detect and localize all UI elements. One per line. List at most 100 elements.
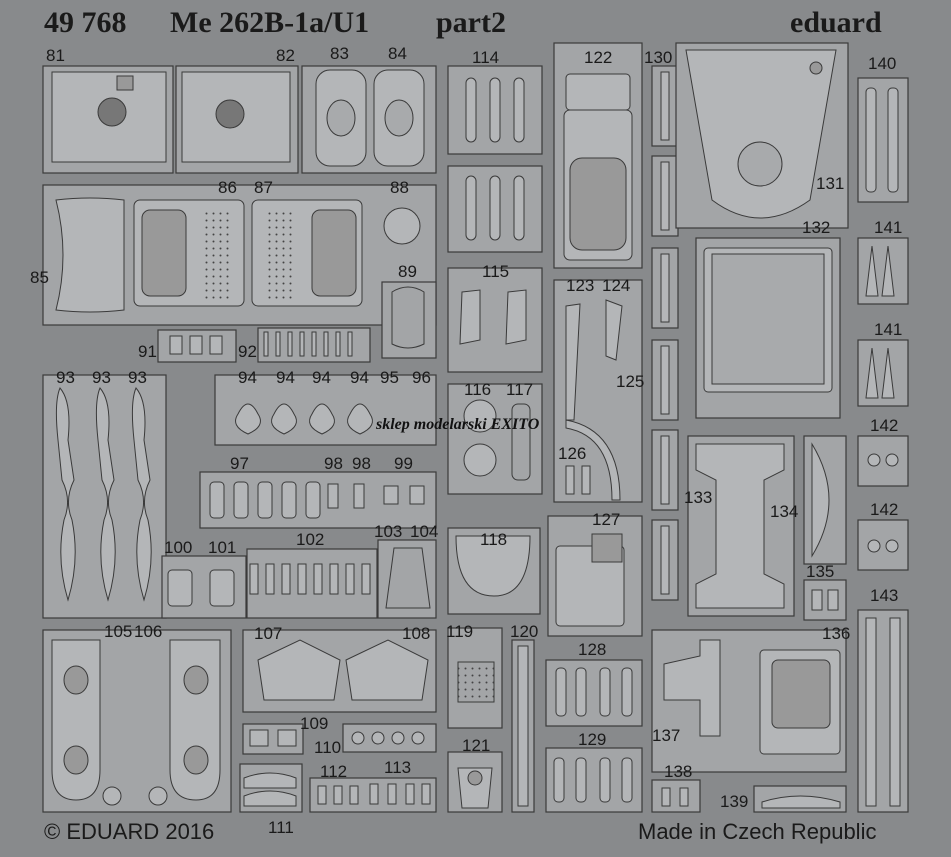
part-125	[565, 419, 621, 501]
part-112-113-parts	[317, 783, 431, 805]
part-131	[685, 49, 837, 219]
part-number-142b: 142	[870, 500, 899, 519]
part-108	[345, 639, 429, 701]
part-number-134: 134	[770, 502, 799, 521]
part-number-81: 81	[46, 46, 65, 65]
part-137	[663, 639, 721, 737]
part-92-parts	[263, 331, 353, 357]
part-102-parts	[249, 563, 371, 595]
part-number-130: 130	[644, 48, 673, 67]
part-127	[555, 545, 625, 627]
part-number-94c: 94	[312, 368, 331, 387]
part-number-115: 115	[482, 262, 510, 281]
part-number-125: 125	[616, 372, 645, 391]
part-141-parts	[865, 245, 895, 399]
part-109	[249, 729, 269, 747]
part-number-133: 133	[684, 488, 713, 507]
part-128-parts	[555, 667, 633, 717]
brand-logo-text: eduard	[790, 6, 882, 39]
part-140-parts	[865, 87, 899, 193]
part-122	[565, 73, 631, 111]
part-number-103: 103	[374, 522, 403, 541]
part-number-92: 92	[238, 342, 257, 361]
catalog-number: 49 768	[44, 6, 127, 39]
part-142a-fret	[857, 435, 909, 487]
part-number-122: 122	[584, 48, 613, 67]
part-105	[51, 639, 101, 801]
part-142-parts	[867, 453, 899, 553]
part-number-123: 123	[566, 276, 595, 295]
part-134	[811, 442, 830, 558]
part-number-88: 88	[390, 178, 409, 197]
part-number-121: 121	[462, 736, 491, 755]
part-129-parts	[553, 757, 633, 803]
part-number-136: 136	[822, 624, 851, 643]
part-number-124: 124	[602, 276, 631, 295]
part-116-117-fret	[447, 383, 543, 495]
part-138-fret	[651, 779, 701, 813]
part-97-99-parts	[209, 481, 425, 519]
part-135-fret	[803, 579, 847, 621]
part-number-96: 96	[412, 368, 431, 387]
part-number-137: 137	[652, 726, 681, 745]
part-number-109: 109	[300, 714, 329, 733]
part-94-parts	[235, 403, 373, 435]
part-101	[209, 569, 235, 607]
part-number-108: 108	[402, 624, 431, 643]
part-89	[391, 286, 425, 349]
part-number-142a: 142	[870, 416, 899, 435]
part-number-104: 104	[410, 522, 439, 541]
part-number-94d: 94	[350, 368, 369, 387]
part-135-parts	[811, 589, 839, 611]
part-number-93a: 93	[56, 368, 75, 387]
part-91-parts	[169, 335, 223, 355]
part-103-104	[385, 547, 431, 609]
part-number-94a: 94	[238, 368, 257, 387]
part-143-parts	[865, 617, 901, 807]
part-number-83: 83	[330, 44, 349, 63]
part-number-119: 119	[446, 622, 474, 641]
part-138-parts	[661, 787, 689, 807]
sheet-part: part2	[436, 6, 506, 39]
part-number-95: 95	[380, 368, 399, 387]
part-number-120: 120	[510, 622, 539, 641]
watermark-text: sklep modelarski EXITO	[376, 416, 540, 433]
part-number-141b: 141	[874, 320, 903, 339]
part-number-117: 117	[506, 380, 534, 399]
part-85	[55, 197, 125, 313]
part-133	[695, 443, 785, 609]
part-110-parts	[351, 731, 425, 745]
part-number-102: 102	[296, 530, 325, 549]
part-number-89: 89	[398, 262, 417, 281]
model-title: Me 262B-1a/U1	[170, 6, 370, 39]
part-106	[169, 639, 221, 801]
part-number-129: 129	[578, 730, 607, 749]
part-number-138: 138	[664, 762, 693, 781]
part-114-parts	[465, 77, 525, 241]
part-number-105: 105	[104, 622, 133, 641]
part-115	[459, 289, 481, 345]
part-126	[565, 465, 575, 495]
part-number-131: 131	[816, 174, 845, 193]
copyright-text: © EDUARD 2016	[44, 819, 215, 844]
part-100	[167, 569, 193, 607]
part-number-139: 139	[720, 792, 749, 811]
part-116	[463, 399, 497, 433]
part-number-141a: 141	[874, 218, 903, 237]
part-number-107: 107	[254, 624, 283, 643]
part-number-140: 140	[868, 54, 897, 73]
part-number-111: 111	[268, 818, 294, 837]
part-number-99: 99	[394, 454, 413, 473]
part-number-127: 127	[592, 510, 621, 529]
part-111	[243, 772, 297, 789]
part-121	[457, 767, 493, 809]
part-142b-fret	[857, 519, 909, 571]
part-number-94b: 94	[276, 368, 295, 387]
part-93-parts	[55, 387, 152, 602]
part-139	[761, 795, 841, 809]
part-119	[457, 661, 495, 703]
part-number-87: 87	[254, 178, 273, 197]
part-124	[605, 299, 623, 361]
part-number-110: 110	[314, 738, 342, 757]
